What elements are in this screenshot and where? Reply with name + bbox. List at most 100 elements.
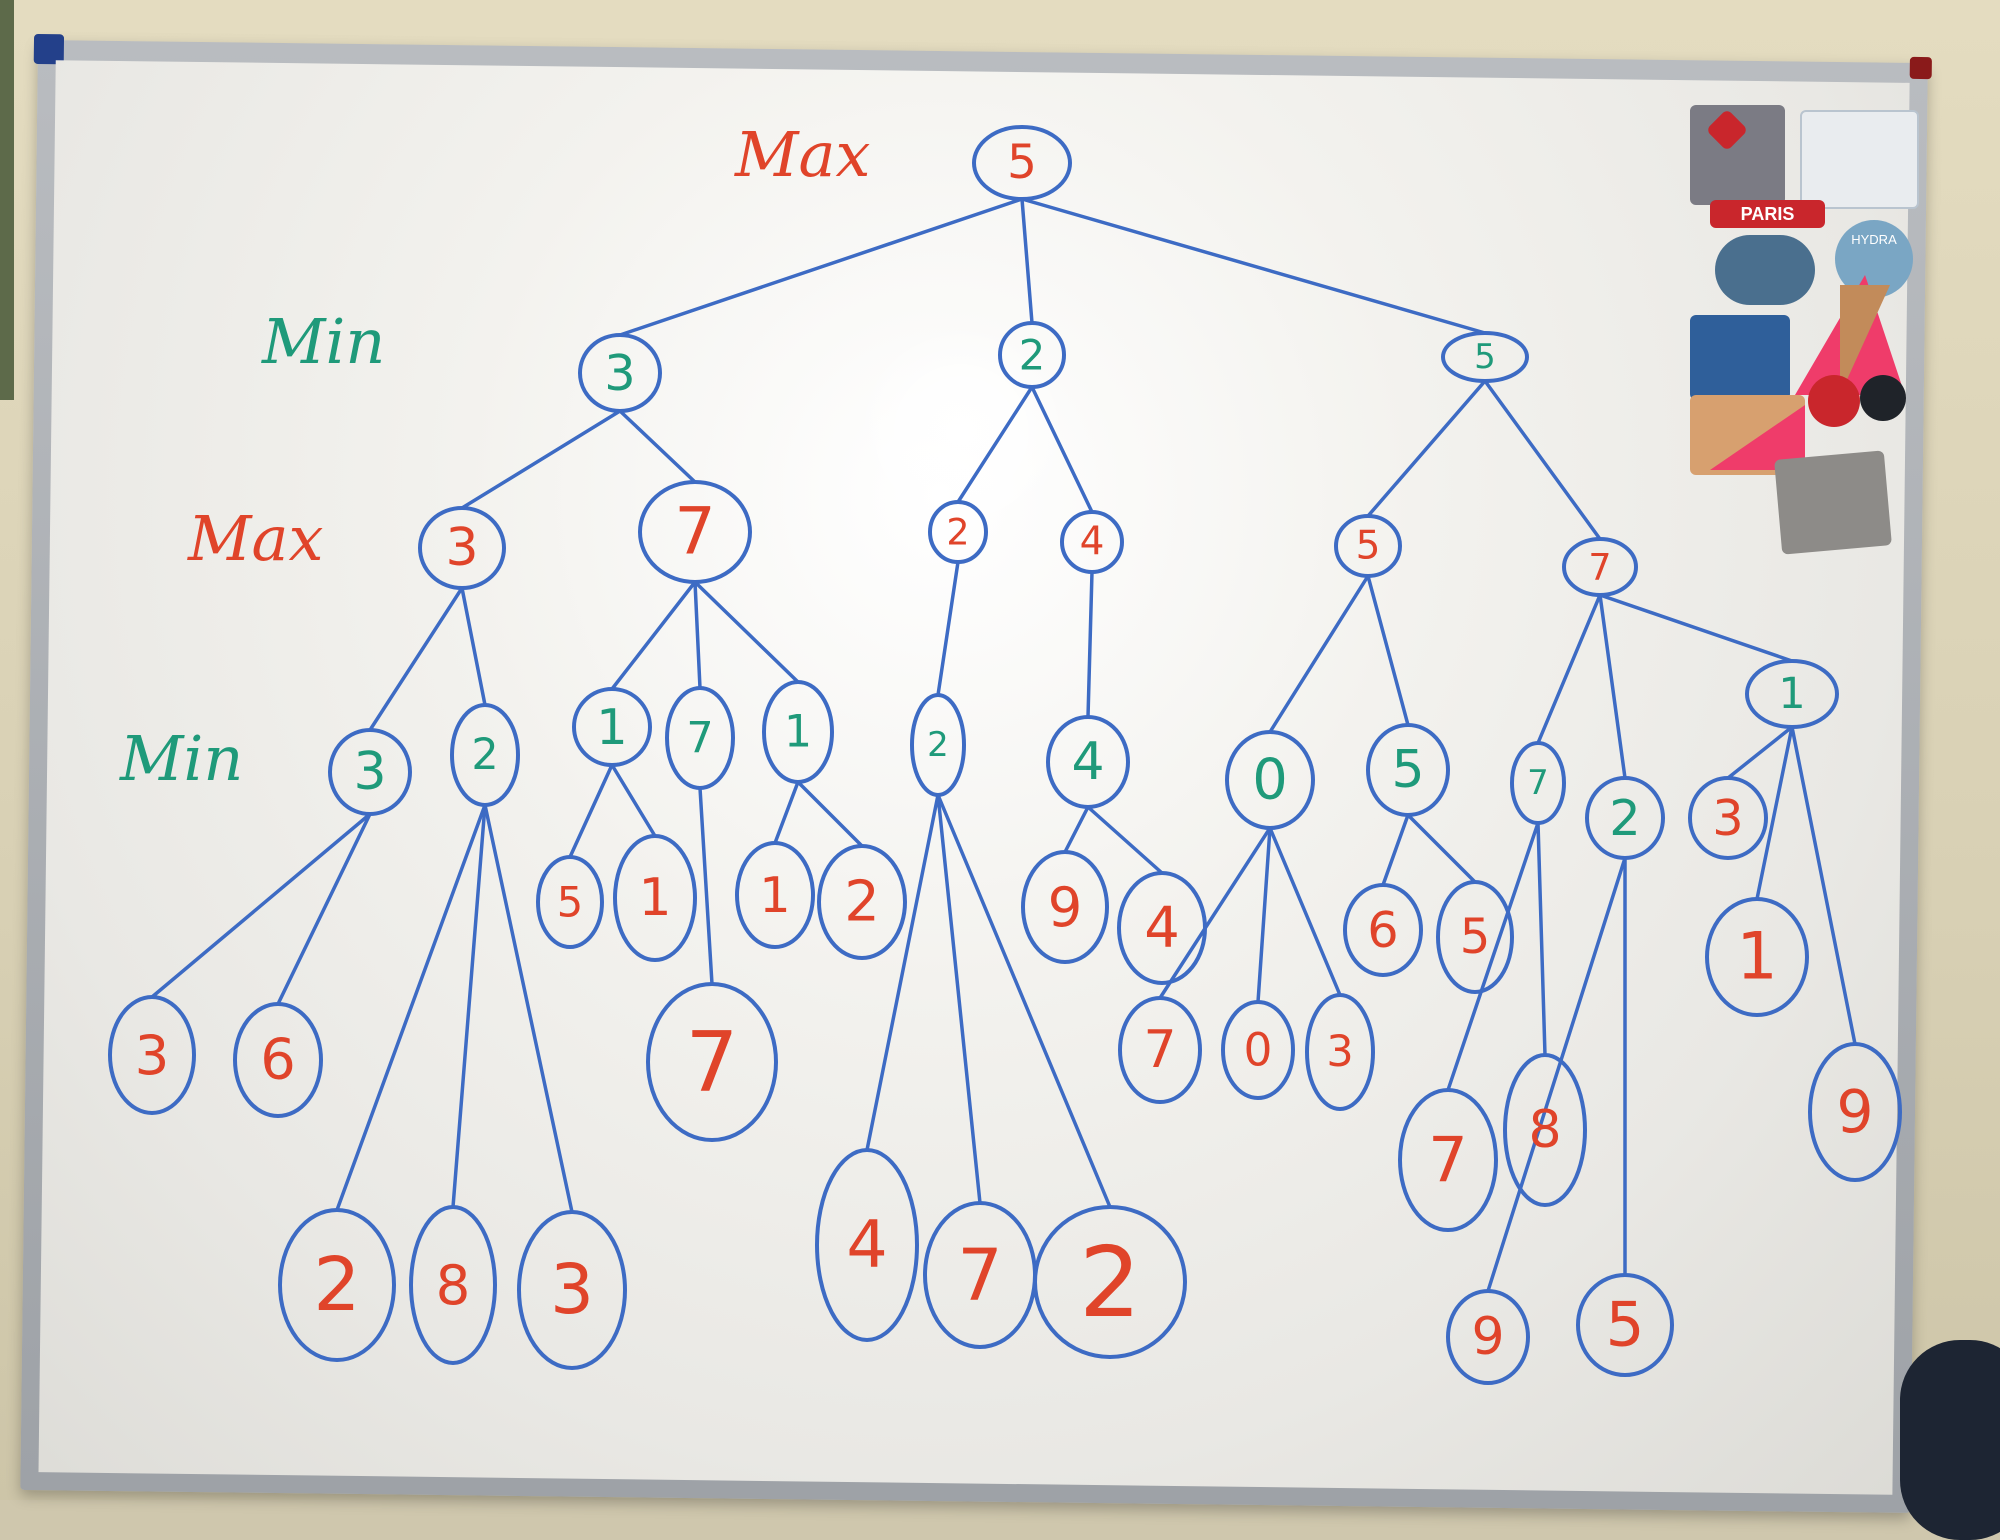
level-label-max-root: Max [735,118,871,191]
node-value: 2 [946,511,969,554]
node-value: 4 [1080,520,1105,565]
min-node: 2 [450,703,520,807]
leaf-node: 2 [1033,1205,1187,1359]
min-node: 2 [998,321,1066,389]
node-value: 7 [674,495,715,570]
node-value: 3 [353,742,386,802]
tree-edge [693,580,702,690]
leaf-node: 7 [1118,996,1202,1104]
node-value: 2 [927,725,949,765]
leaf-node: 1 [1705,897,1809,1017]
tree-edge [1366,574,1410,727]
max-node: 3 [418,506,506,590]
level-label-min-3: Min [120,722,244,795]
leaf-node: 6 [233,1002,323,1118]
node-value: 1 [1736,920,1777,995]
node-ring [418,506,506,590]
node-ring [1343,883,1423,977]
tree-edge [610,763,657,838]
harbour-photo-magnet [1690,315,1790,400]
node-ring [1021,850,1109,964]
tree-edge [936,560,960,697]
black-round-magnet [1860,375,1906,421]
node-ring [928,500,988,564]
node-ring [1510,741,1566,825]
leaf-node: 3 [108,995,196,1115]
min-node: 7 [665,686,735,790]
tree-edge [1598,593,1627,780]
node-ring [998,321,1066,389]
min-node: 5 [1441,331,1529,383]
leaf-node: 9 [1021,850,1109,964]
node-value: 5 [1391,740,1424,800]
max-node: 2 [928,500,988,564]
leaf-node: 9 [1808,1042,1902,1182]
tree-edge [1790,725,1857,1046]
min-node: 2 [1585,776,1665,860]
leaf-node: 5 [536,855,604,949]
tree-edge [618,197,1024,337]
tree-edge [1158,826,1272,1000]
leaf-node: 7 [1398,1088,1498,1232]
node-value: 2 [844,870,880,935]
leaf-node: 3 [517,1210,627,1370]
node-ring [613,834,697,962]
node-value: 2 [471,730,498,780]
tree-edge [1020,197,1034,325]
node-value: 0 [1244,1024,1273,1077]
tree-edge [693,580,800,684]
snowy-chalet-magnet [1800,110,1919,209]
node-value: 7 [1527,763,1549,803]
tree-edge [1020,197,1487,335]
node-ring [328,728,412,816]
node-value: 1 [759,866,790,924]
tree-edge [1086,570,1094,719]
node-ring [1060,510,1124,574]
min-node: 2 [910,693,966,797]
tree-edge [956,385,1034,504]
tree-edge [1536,821,1547,1057]
node-ring [972,125,1072,201]
node-value: 4 [1071,732,1104,792]
node-value: 0 [1252,748,1288,813]
tree-edge [1381,813,1410,887]
node-ring [1585,776,1665,860]
wall-edge [0,0,14,400]
node-ring [108,995,196,1115]
node-ring [1221,1000,1295,1100]
min-node: 4 [1046,715,1130,809]
node-value: 9 [1836,1078,1873,1146]
node-ring [1446,1289,1530,1385]
node-ring [572,687,652,767]
leaf-node: 0 [1221,1000,1295,1100]
grey-tile-magnet [1774,450,1892,555]
leaf-node: 1 [735,841,815,949]
node-ring [1033,1205,1187,1359]
tree-edge [1536,593,1602,745]
leaf-node: 8 [1503,1053,1587,1207]
level-label-max-2: Max [188,502,324,575]
leaf-node: 5 [1436,880,1514,994]
tree-edge [610,580,697,691]
tree-edge [865,793,940,1152]
min-node: 5 [1366,723,1450,817]
leaf-node: 5 [1576,1273,1674,1377]
node-ring [278,1208,396,1362]
node-value: 7 [957,1234,1003,1317]
tree-edges [150,197,1857,1293]
node-value: 4 [1144,896,1180,961]
max-node: 4 [1060,510,1124,574]
tree-edge [335,803,487,1212]
node-ring [910,693,966,797]
node-value: 3 [550,1250,594,1330]
leaf-node: 2 [278,1208,396,1362]
tree-edge [1086,805,1164,875]
tree-edge [150,812,372,999]
leaf-node: 7 [923,1201,1037,1349]
node-value: 3 [1326,1027,1353,1077]
node-ring [817,844,907,960]
max-node: 7 [638,480,752,584]
node-value: 3 [604,344,635,402]
leaf-node: 6 [1343,883,1423,977]
